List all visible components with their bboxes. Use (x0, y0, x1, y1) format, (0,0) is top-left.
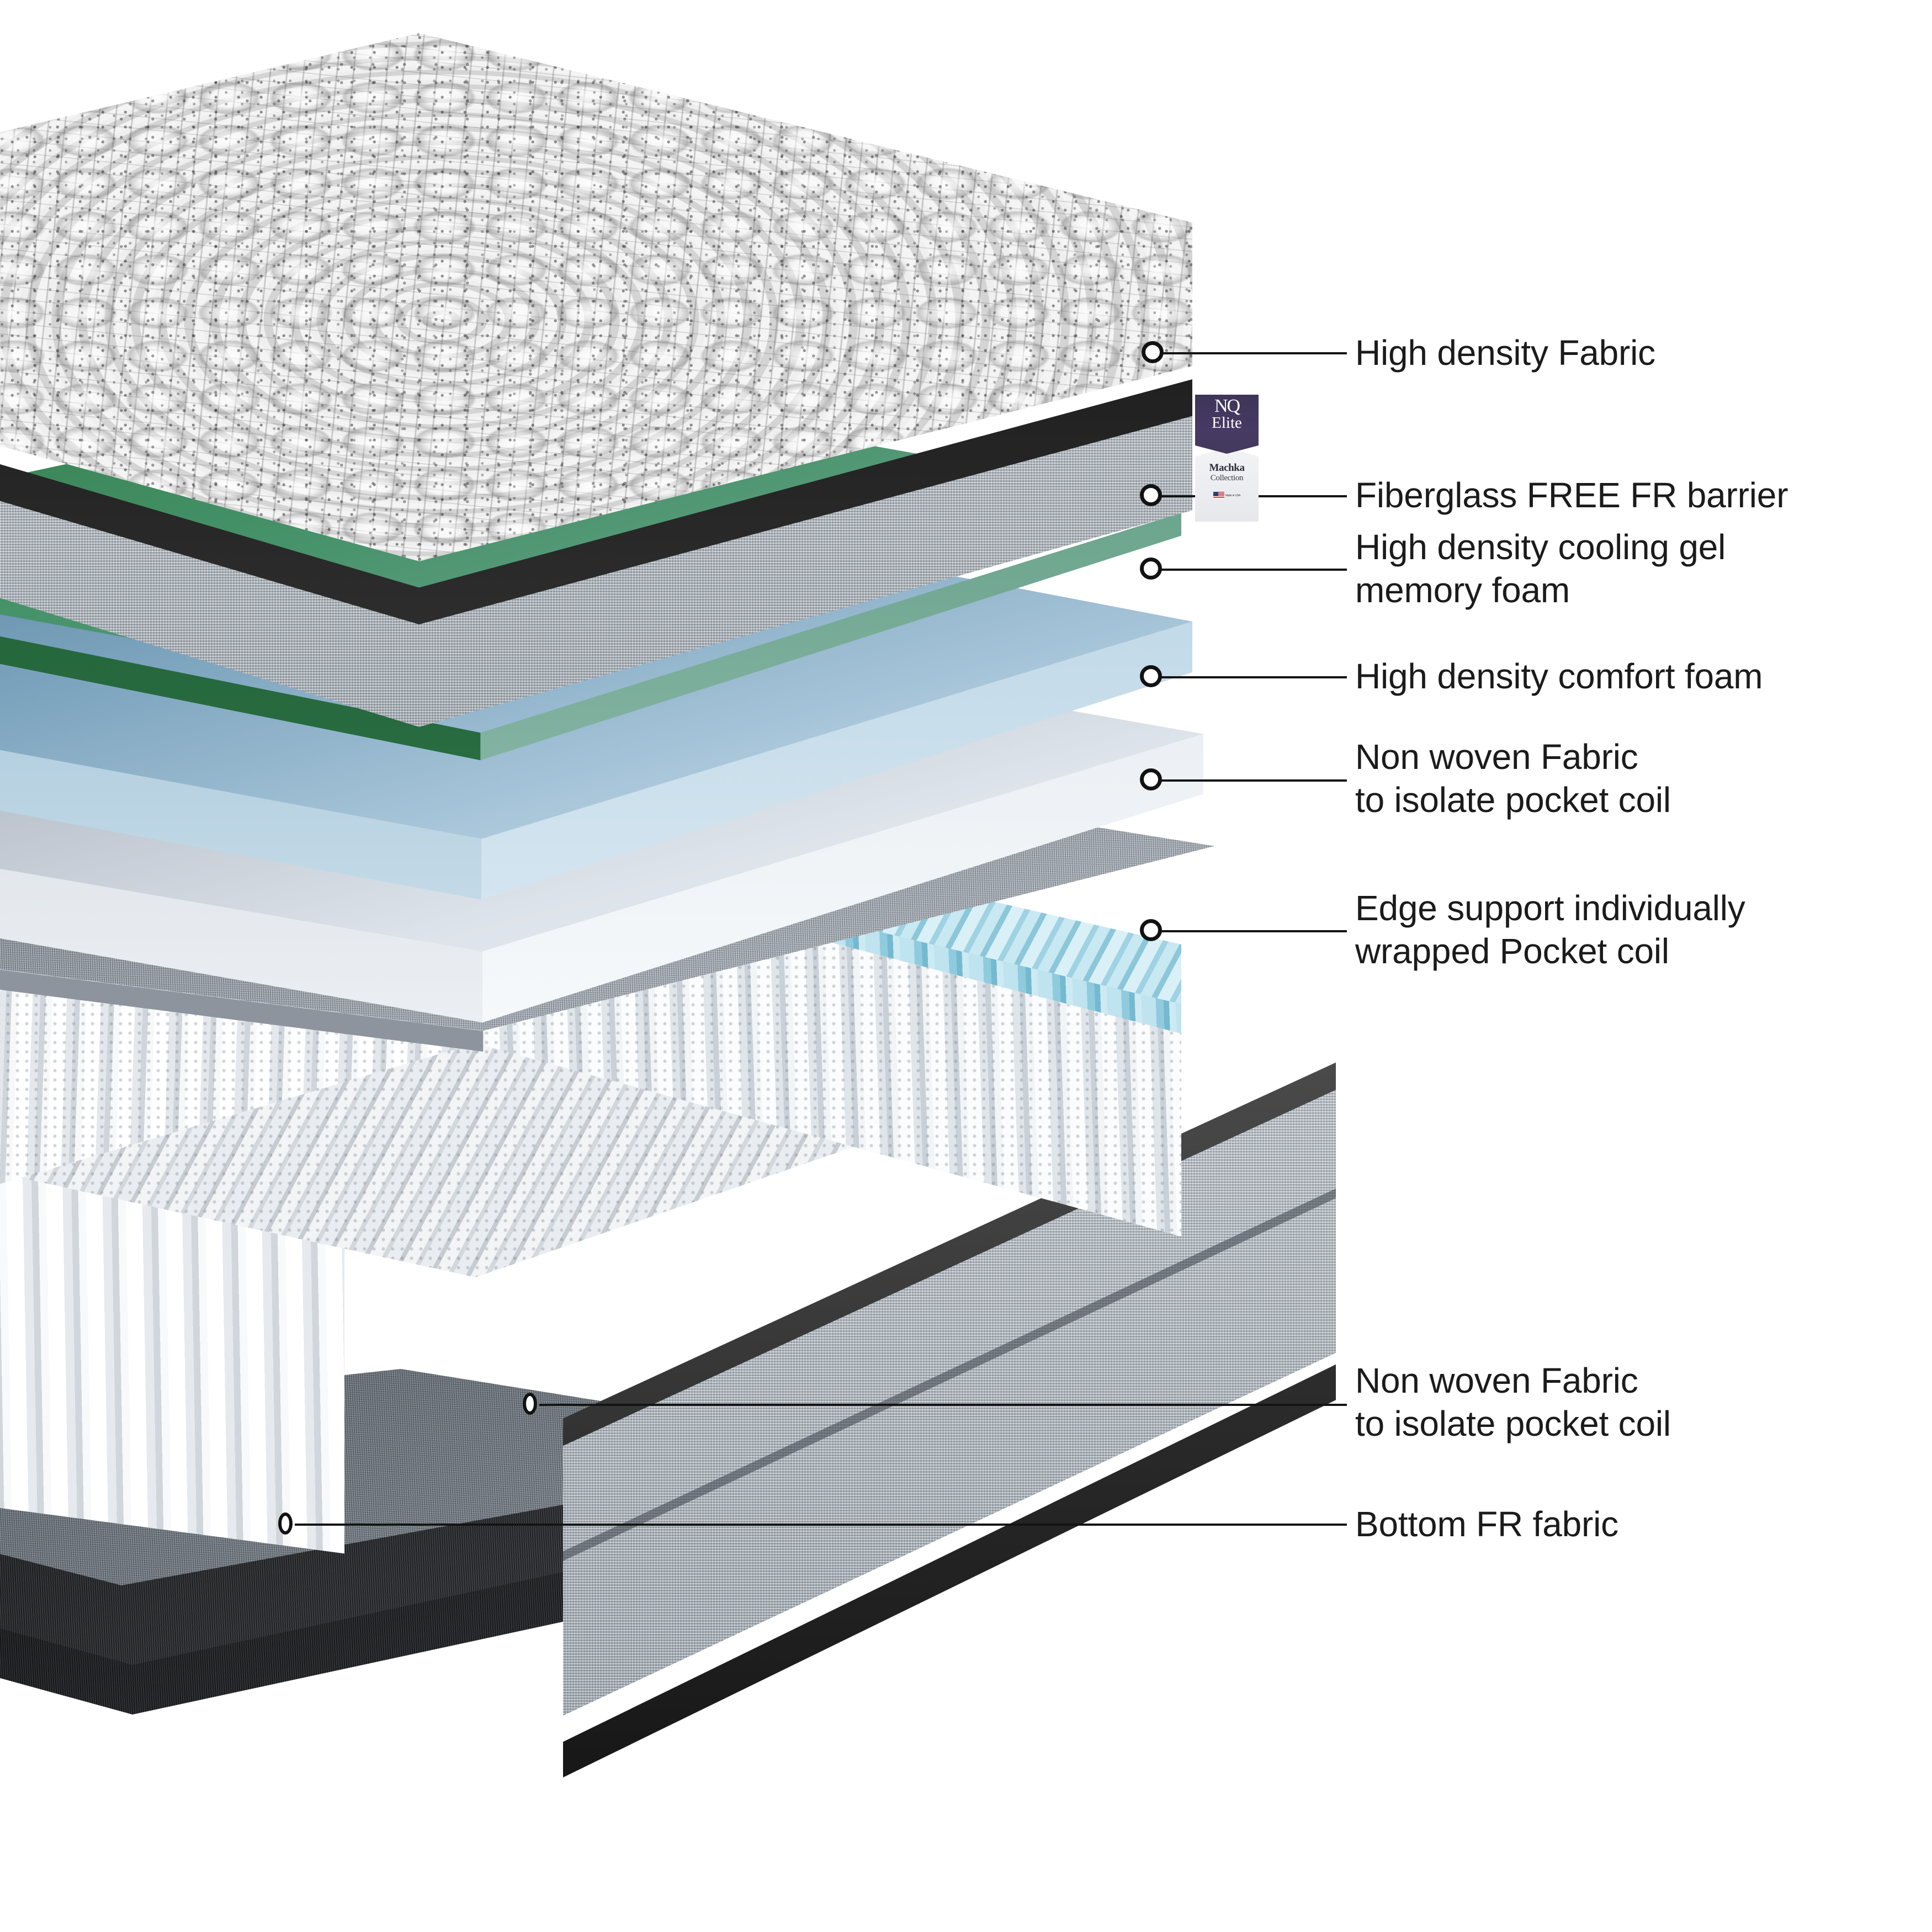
callout-label-line: Non woven Fabric (1355, 737, 1638, 777)
callout-dot-non-woven-fabric-lower (523, 1393, 537, 1415)
callout-label-line: Non woven Fabric (1355, 1361, 1638, 1400)
callout-leader-line (1160, 569, 1347, 571)
callout-leader-line (295, 1524, 1347, 1526)
callout-label-bottom-fr-fabric: Bottom FR fabric (1355, 1503, 1618, 1546)
hang-tag-monogram: NQ (1214, 396, 1240, 416)
callout-dot-non-woven-fabric-upper (1140, 768, 1162, 790)
callout-dot-high-density-fabric (1142, 341, 1164, 363)
callout-dot-fiberglass-free-fr-barrier (1140, 484, 1162, 506)
hang-tag-brand-line: Elite (1212, 414, 1242, 432)
callout-label-high-density-comfort-foam: High density comfort foam (1355, 655, 1763, 698)
callout-label-line: Bottom FR fabric (1355, 1504, 1618, 1544)
hang-tag-badge-text: Made in USA (1225, 493, 1241, 497)
callout-label-line: High density comfort foam (1355, 656, 1763, 696)
callout-label-line: High density cooling gel (1355, 527, 1726, 567)
mattress-cutaway-illustration: Machka Collection Made in USA NQ Elite (0, 33, 1336, 1777)
hang-tag-upper-panel: NQ Elite (1195, 395, 1259, 454)
callout-label-line: to isolate pocket coil (1355, 780, 1671, 820)
hang-tag-collection-line-2: Collection (1210, 474, 1244, 482)
callout-dot-high-density-comfort-foam (1140, 665, 1162, 687)
callout-label-line: to isolate pocket coil (1355, 1404, 1671, 1444)
callout-label-line: High density Fabric (1355, 333, 1655, 373)
callout-leader-line (539, 1404, 1347, 1406)
callout-label-fiberglass-free-fr-barrier: Fiberglass FREE FR barrier (1355, 474, 1788, 517)
callout-leader-line (1160, 676, 1347, 678)
callout-dot-edge-support-pocket-coil (1140, 919, 1162, 941)
callout-label-line: wrapped Pocket coil (1355, 931, 1669, 972)
callout-leader-line (1160, 779, 1347, 782)
callout-label-high-density-fabric: High density Fabric (1355, 331, 1655, 374)
hang-tag-collection-line-1: Machka (1209, 462, 1245, 474)
callout-leader-line (1162, 352, 1347, 354)
callout-label-line: memory foam (1355, 570, 1570, 611)
product-hang-tag: Machka Collection Made in USA NQ Elite (1195, 395, 1259, 522)
hang-tag-badge: Made in USA (1213, 492, 1240, 499)
us-flag-icon (1213, 492, 1224, 499)
callout-label-line: Fiberglass FREE FR barrier (1355, 475, 1788, 515)
callout-dot-bottom-fr-fabric (278, 1512, 293, 1535)
callout-dot-high-density-cooling-gel-memory-foam (1140, 558, 1162, 580)
callout-label-non-woven-fabric-lower: Non woven Fabric to isolate pocket coil (1355, 1359, 1671, 1445)
hang-tag-lower-panel: Machka Collection Made in USA (1195, 448, 1259, 522)
callout-label-line: Edge support individually (1355, 888, 1745, 928)
callout-leader-line (1160, 930, 1347, 932)
